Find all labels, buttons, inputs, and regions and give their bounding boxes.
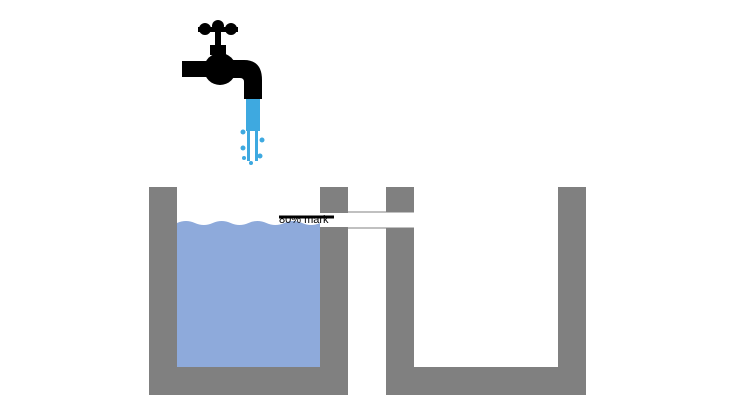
left-tank-left-wall — [149, 187, 177, 395]
water-stream-icon — [240, 99, 265, 165]
left-tank-floor — [149, 367, 348, 395]
connecting-pipe — [320, 211, 414, 229]
faucet-icon — [182, 20, 263, 100]
left-tank-water — [177, 221, 320, 367]
right-tank-right-wall — [558, 187, 586, 395]
right-tank — [386, 187, 586, 395]
right-tank-floor — [386, 367, 586, 395]
fill-mark-label: 80% mark — [279, 214, 329, 226]
